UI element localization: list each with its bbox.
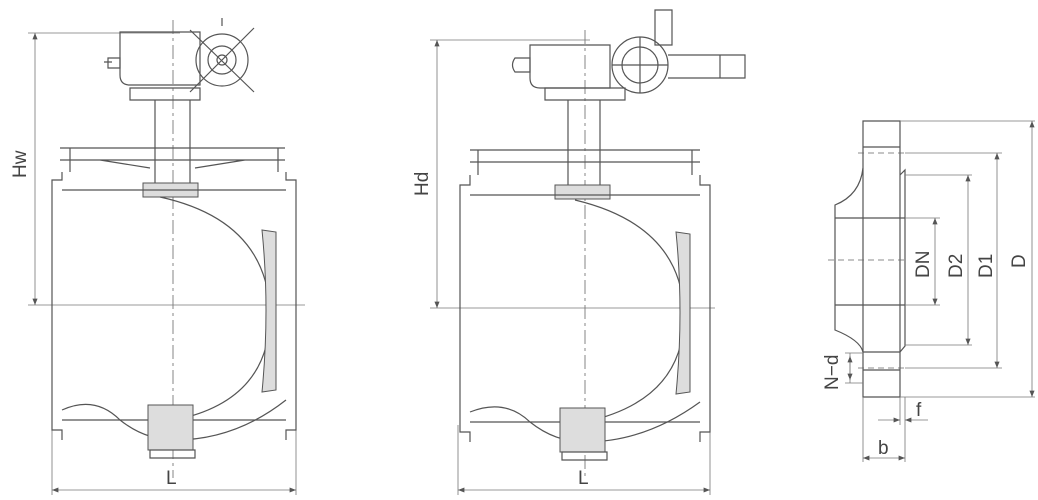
nd-label: N−d	[822, 355, 843, 390]
extension-lines	[900, 120, 1035, 398]
bottom-cover	[561, 451, 608, 461]
lower-trunnion	[147, 404, 194, 451]
ball-outline	[574, 199, 685, 423]
seat-ring	[261, 229, 277, 393]
handwheel-spokes	[189, 18, 255, 93]
f-label: f	[916, 400, 922, 421]
handwheel	[195, 33, 249, 87]
hub-neck	[834, 167, 906, 353]
b-label: b	[878, 438, 889, 459]
lower-trunnion	[559, 407, 606, 453]
body-outer	[51, 172, 297, 440]
l-label: L	[166, 468, 177, 489]
bolt-hole-centerlines	[858, 152, 905, 369]
seat-ring	[675, 231, 691, 395]
l-label: L	[578, 468, 589, 489]
d-label: D	[1009, 254, 1030, 268]
hw-label: Hw	[10, 150, 31, 178]
handwheel-hub	[207, 45, 237, 75]
bonnet-flange	[60, 147, 285, 172]
stem-housing	[544, 87, 626, 185]
bottom-cover	[149, 449, 196, 459]
actuator-motor	[668, 54, 746, 79]
ball-outline	[159, 196, 271, 421]
d2-label: D2	[946, 254, 967, 278]
actuator-switch	[654, 9, 673, 46]
handwheel-center	[216, 54, 228, 66]
flange-detail: DN D2 D1 D N−d f b	[822, 120, 1035, 462]
bonnet-flange	[470, 149, 700, 175]
body-outer	[459, 175, 711, 442]
stem-housing	[129, 87, 201, 185]
actuator-operated-valve: Hd L	[412, 9, 746, 495]
d1-label: D1	[976, 254, 997, 278]
l-extension-lines	[51, 420, 297, 495]
flange-plate	[862, 120, 901, 398]
gear-operated-valve: Hw L	[10, 18, 305, 495]
actuator-stub	[511, 57, 531, 73]
actuator-wheel-spokes	[612, 37, 668, 93]
upper-trunnion	[554, 184, 611, 200]
hd-label: Hd	[412, 172, 433, 196]
actuator-housing	[529, 44, 611, 89]
bolt-hole-lines	[863, 146, 900, 371]
dn-label: DN	[913, 251, 934, 278]
l-extension-lines	[457, 425, 711, 495]
gearbox-shaft	[104, 57, 121, 69]
gearbox	[119, 31, 201, 86]
